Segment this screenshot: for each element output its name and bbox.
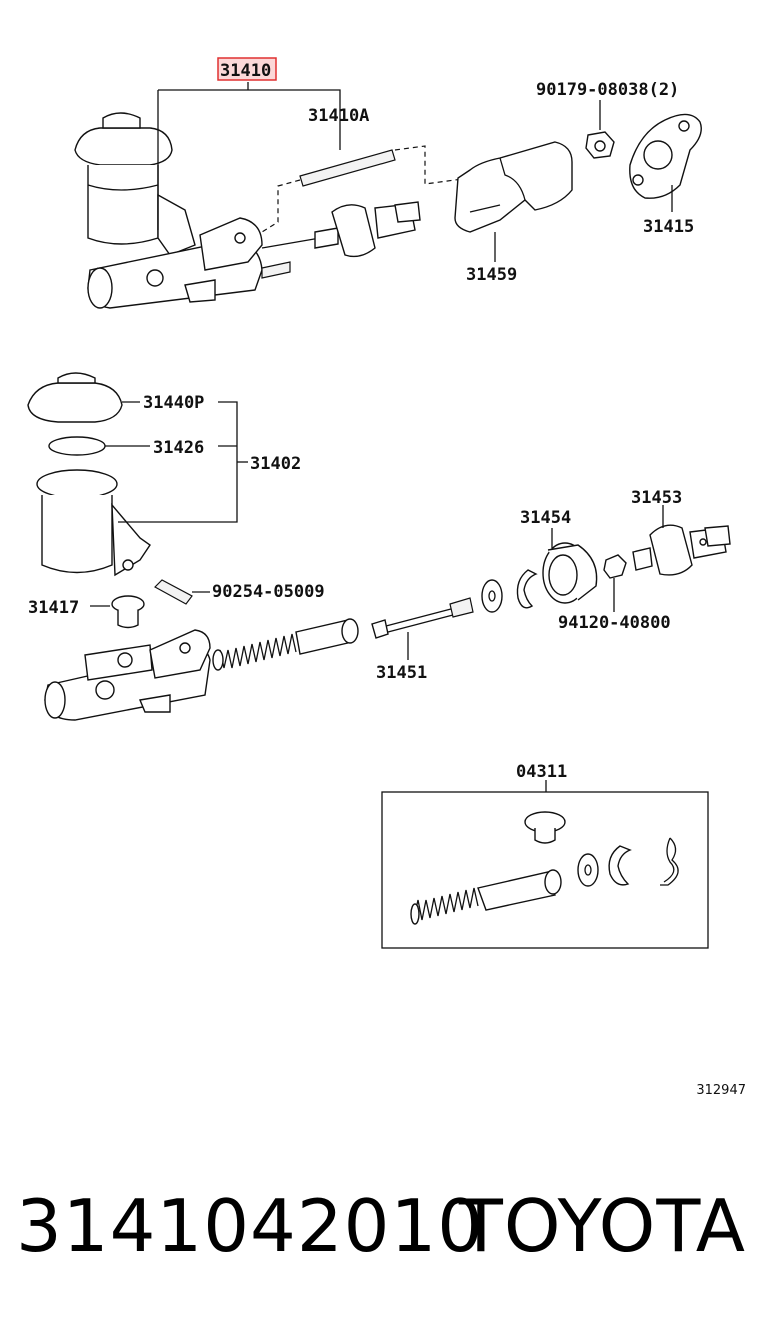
grommet-31417 bbox=[111, 595, 145, 629]
label-31440P: 31440P bbox=[143, 393, 204, 413]
label-31410: 31410 bbox=[220, 61, 271, 81]
label-31417: 31417 bbox=[28, 598, 79, 618]
parts-diagram: 31410 31410A 90179-08038(2) 31415 31459 … bbox=[27, 57, 731, 949]
label-31410A: 31410A bbox=[308, 106, 369, 126]
washer bbox=[481, 579, 503, 613]
master-cylinder-assembly bbox=[74, 112, 421, 309]
label-31426: 31426 bbox=[153, 438, 204, 458]
highlight-box bbox=[217, 57, 277, 81]
piston-spring bbox=[212, 618, 359, 671]
pin-90254 bbox=[154, 579, 193, 605]
label-31453: 31453 bbox=[631, 488, 682, 508]
label-31402: 31402 bbox=[250, 454, 301, 474]
label-94120-40800: 94120-40800 bbox=[558, 613, 671, 633]
retainer-31454 bbox=[542, 542, 598, 604]
label-04311: 04311 bbox=[516, 762, 567, 782]
cylinder-body bbox=[44, 629, 211, 721]
label-90254-05009: 90254-05009 bbox=[212, 582, 325, 602]
diaphragm-31426 bbox=[48, 436, 106, 456]
kit-box-04311 bbox=[381, 791, 709, 949]
brand-name: TOYOTA bbox=[458, 1184, 746, 1268]
cap-31440P bbox=[27, 372, 123, 423]
label-90179-08038: 90179-08038(2) bbox=[536, 80, 679, 100]
push-rod-31451 bbox=[371, 597, 474, 639]
snap-ring bbox=[516, 569, 538, 609]
diagram-code: 312947 bbox=[696, 1083, 746, 1098]
label-31451: 31451 bbox=[376, 663, 427, 683]
part-number: 3141042010 bbox=[16, 1184, 485, 1268]
bracket-31459 bbox=[454, 141, 573, 233]
label-31459: 31459 bbox=[466, 265, 517, 285]
kit-contents bbox=[410, 811, 679, 925]
nut-94120 bbox=[603, 554, 627, 579]
stud-rod bbox=[299, 149, 396, 187]
label-31454: 31454 bbox=[520, 508, 571, 528]
label-31415: 31415 bbox=[643, 217, 694, 237]
clevis-31453 bbox=[632, 524, 731, 576]
